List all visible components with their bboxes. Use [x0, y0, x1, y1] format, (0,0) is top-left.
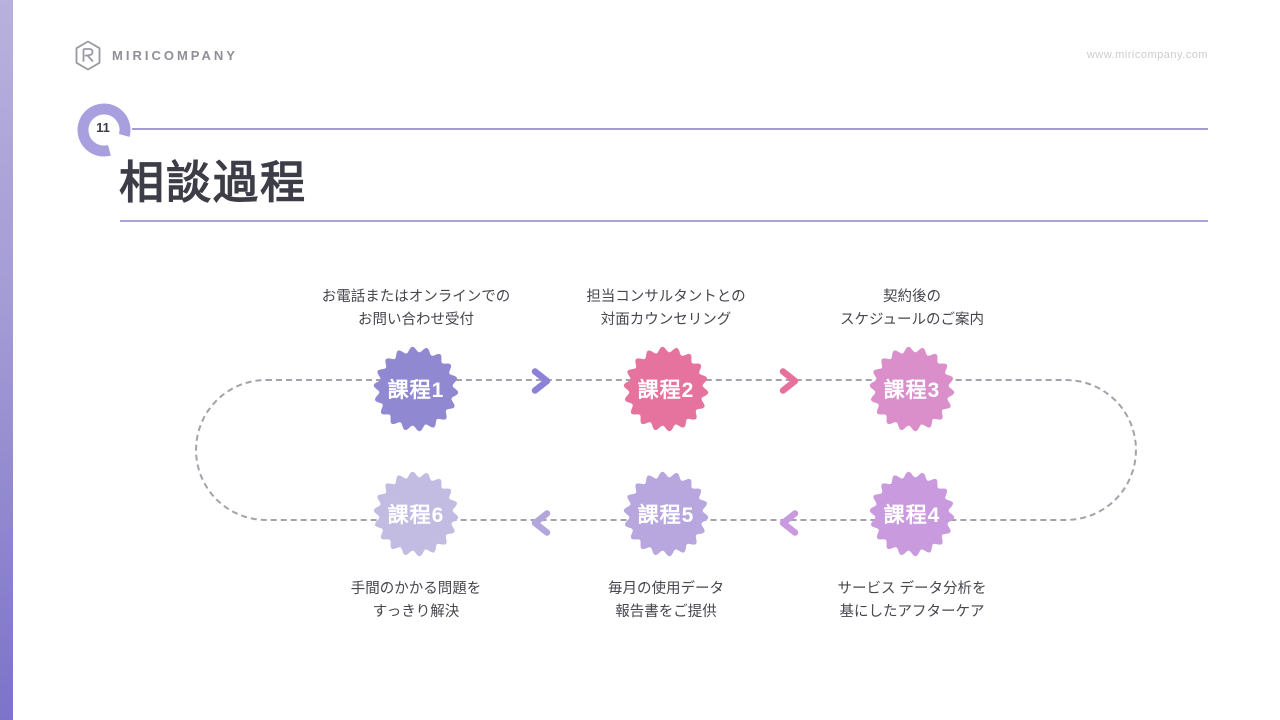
step2-label: 課程2 — [637, 379, 695, 402]
arrow-right-icon — [779, 368, 799, 394]
step1-label: 課程1 — [387, 379, 445, 402]
step4-label: 課程4 — [883, 504, 941, 527]
page-number-ring — [77, 103, 131, 157]
arrow-left-icon — [779, 510, 799, 536]
step6-label: 課程6 — [387, 504, 445, 527]
step5-badge: 課程5 — [622, 470, 710, 558]
step4-description: サービス データ分析を 基にしたアフターケア — [837, 581, 987, 620]
left-accent-bar — [0, 0, 13, 720]
logo-text: MIRICOMPANY — [112, 48, 238, 63]
step2-badge: 課程2 — [622, 345, 710, 433]
step1-badge: 課程1 — [372, 345, 460, 433]
arrow-left-icon — [531, 510, 551, 536]
page-title: 相談過程 — [119, 157, 308, 208]
arrow-right-icon — [531, 368, 551, 394]
step2-description: 担当コンサルタントとの 対面カウンセリング — [586, 289, 746, 328]
step3-description: 契約後の スケジュールのご案内 — [840, 289, 984, 328]
title-underline-rule — [120, 220, 1208, 222]
step5-description: 毎月の使用データ 報告書をご提供 — [608, 581, 724, 620]
step6-description: 手間のかかる問題を すっきり解決 — [350, 581, 482, 620]
page-number: 11 — [96, 120, 110, 135]
step4-badge: 課程4 — [868, 470, 956, 558]
logo-hexagon-icon — [75, 40, 101, 71]
step6-badge: 課程6 — [372, 470, 460, 558]
step3-label: 課程3 — [883, 379, 941, 402]
company-logo: MIRICOMPANY — [74, 40, 238, 71]
step3-badge: 課程3 — [868, 345, 956, 433]
step1-description: お電話またはオンラインでの お問い合わせ受付 — [321, 289, 511, 328]
step5-label: 課程5 — [637, 504, 695, 527]
website-url: www.miricompany.com — [1086, 49, 1208, 61]
header-rule — [132, 128, 1208, 130]
